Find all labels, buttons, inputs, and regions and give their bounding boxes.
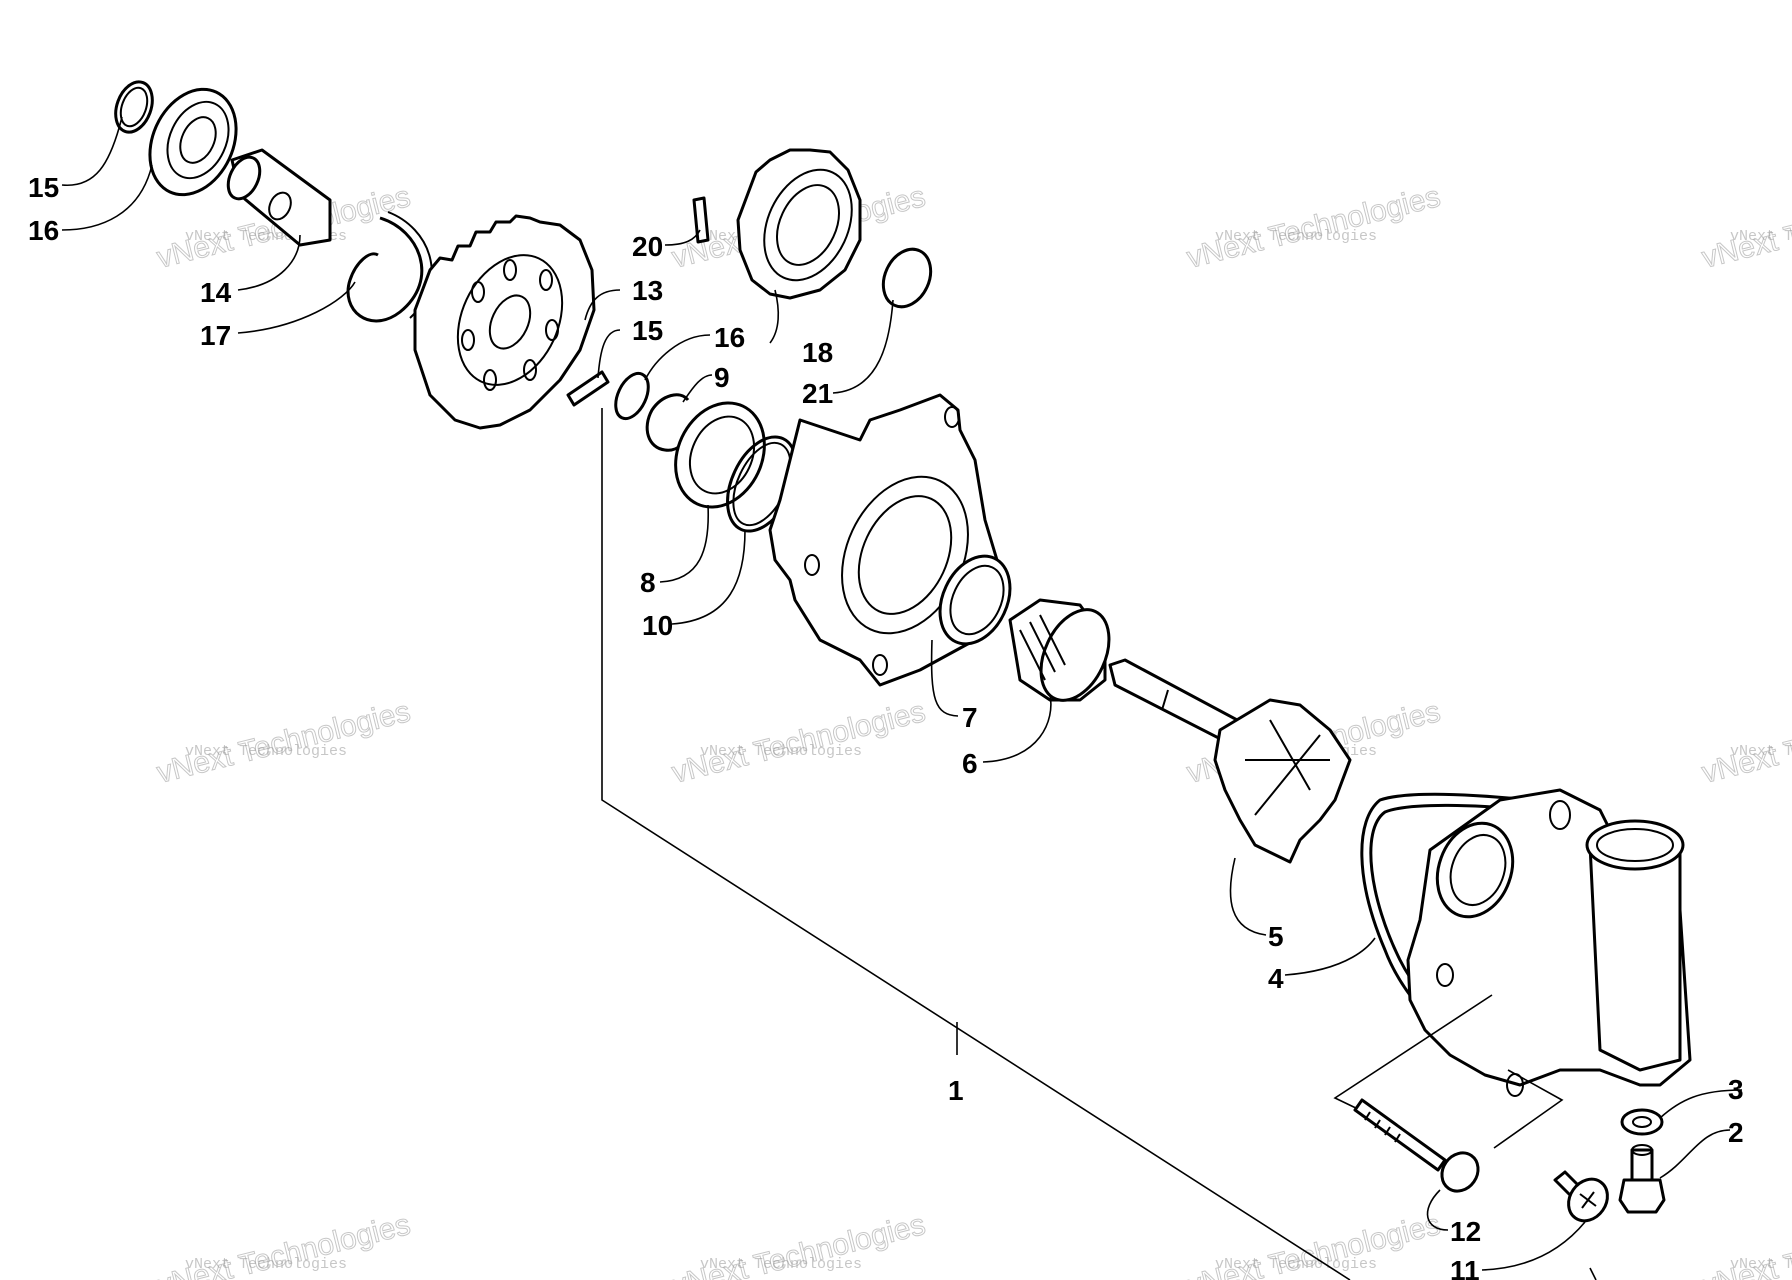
bolt-bracket-line: [1493, 1069, 1564, 1149]
callout-9: 9: [714, 362, 730, 393]
leader-14: [237, 234, 301, 291]
leader-4: [1284, 937, 1376, 976]
part-2-bolt: [1618, 1144, 1666, 1214]
callout-13: 13: [632, 275, 663, 306]
part-12-bolt: [1353, 1098, 1480, 1193]
leader-lines: [61, 116, 1743, 1271]
part-3-washer: [1620, 1108, 1664, 1136]
leader-20: [664, 229, 701, 246]
part-15-pin: [566, 370, 610, 407]
watermark: vNext Technologies vNext Technologies: [1698, 1207, 1792, 1280]
callout-labels: 15 16 14 17 13 15 16 9 20 18 21 8 10 7 6…: [28, 172, 1744, 1280]
leader-12: [1426, 1189, 1449, 1231]
leader-21: [832, 299, 894, 394]
part-14-shaft: [226, 148, 332, 247]
leader-8: [659, 504, 710, 583]
leader-17: [61, 164, 153, 231]
bracket-end-mark: [1589, 1267, 1597, 1280]
watermark: vNext Technologies vNext Technologies: [668, 694, 929, 790]
callout-16: 15: [28, 172, 59, 203]
part-5-impeller: [1213, 698, 1352, 864]
watermark-text: vNext Technologies: [1215, 228, 1377, 245]
callout-4: 4: [1268, 963, 1284, 994]
leader-9: [682, 374, 713, 403]
leader-11: [1481, 1221, 1586, 1271]
watermark: vNext Technologies vNext Technologies: [1698, 179, 1792, 275]
bolt-bracket-line: [1333, 994, 1493, 1111]
watermark: vNext Technologies vNext Technologies: [668, 1207, 929, 1280]
part-17-bearing: [148, 87, 238, 197]
callout-18: 17: [200, 320, 231, 351]
watermark-text: vNext Technologies: [1730, 743, 1792, 760]
leader-6: [982, 694, 1052, 763]
leader-15: [597, 329, 621, 379]
callout-8: 8: [640, 567, 656, 598]
watermark-text: vNext Technologies: [700, 743, 862, 760]
callout-14: 14: [200, 277, 232, 308]
watermark-text: vNext Technologies: [1730, 1256, 1792, 1273]
part-16-snap-ring: [114, 80, 154, 134]
watermark: vNext Technologies vNext Technologies: [1183, 1207, 1444, 1280]
part-13-gear: [413, 214, 596, 430]
leader-7: [930, 639, 959, 717]
watermark-text: vNext Technologies: [1699, 1208, 1792, 1280]
callout-21: 21: [802, 378, 833, 409]
watermark-text: vNext Technologies: [669, 1208, 929, 1280]
watermark-text: vNext Technologies: [1184, 1208, 1444, 1280]
callout-17: 16: [28, 215, 59, 246]
watermark-text: vNext Technologies: [185, 743, 347, 760]
part-6-mechanical-seal: [1008, 598, 1111, 702]
callout-10: 10: [642, 610, 673, 641]
part-7-seal: [938, 554, 1012, 646]
watermark: vNext Technologies vNext Technologies: [1698, 694, 1792, 790]
part-19-gear: [736, 148, 862, 300]
callout-16-middle: 16: [714, 322, 745, 353]
callout-20: 20: [632, 231, 663, 262]
leader-3: [1659, 1089, 1743, 1119]
watermark-text: vNext Technologies: [185, 1256, 347, 1273]
callout-2: 2: [1728, 1117, 1744, 1148]
callout-15: 15: [632, 315, 663, 346]
callout-1: 1: [948, 1075, 964, 1106]
watermark-text: vNext Technologies: [1215, 1256, 1377, 1273]
leader-18: [237, 281, 356, 334]
watermark: vNext Technologies vNext Technologies: [153, 694, 414, 790]
watermark-text: vNext Technologies: [700, 1256, 862, 1273]
part-20-pin: [692, 196, 710, 244]
leader-19: [769, 289, 780, 344]
leader-10: [671, 529, 746, 625]
leader-16a: [61, 116, 123, 186]
watermark: vNext Technologies vNext Technologies: [1183, 179, 1444, 275]
part-8-bearing: [674, 401, 766, 509]
leader-2: [1659, 1129, 1731, 1179]
watermark: vNext Technologies vNext Technologies: [153, 1207, 414, 1280]
assembly-bracket-line: [601, 408, 1351, 1280]
part-21-ring: [881, 247, 933, 309]
callout-11: 11: [1450, 1255, 1480, 1280]
leader-13: [584, 289, 621, 321]
callout-5: 5: [1268, 921, 1284, 952]
watermark-text: vNext Technologies: [154, 1208, 414, 1280]
pump-body: [1406, 788, 1692, 1097]
callout-7: 7: [962, 702, 978, 733]
leader-5: [1229, 857, 1267, 936]
part-11-screw: [1553, 1170, 1609, 1223]
leader-16b: [644, 334, 711, 381]
part-16-ring: [614, 371, 650, 421]
watermark-text: vNext Technologies: [1730, 228, 1792, 245]
callout-6: 6: [962, 748, 978, 779]
callout-12: 12: [1450, 1216, 1481, 1247]
callout-19: 18: [802, 337, 833, 368]
callout-3: 3: [1728, 1074, 1744, 1105]
